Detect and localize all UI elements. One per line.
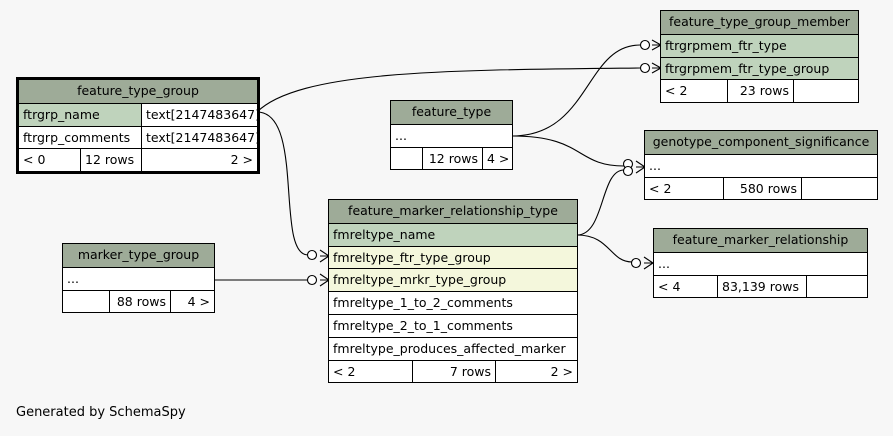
stats-row: < 2 7 rows 2 > — [329, 359, 577, 383]
optional-marker-ftgm-1 — [639, 39, 651, 51]
parent-count: < 0 — [23, 152, 46, 168]
row-count: 12 rows — [80, 149, 141, 172]
column-row[interactable]: fmreltype_produces_affected_marker — [329, 336, 577, 360]
table-feature-marker-relationship[interactable]: feature_marker_relationship ... < 4 83,1… — [653, 228, 868, 299]
table-feature-type[interactable]: feature_type ... 12 rows 4 > — [390, 100, 513, 171]
table-title[interactable]: feature_type — [391, 101, 512, 124]
stats-row: < 2 23 rows — [661, 79, 858, 103]
child-count: 4 > — [482, 147, 512, 170]
optional-marker-gcs-2 — [622, 165, 634, 177]
parent-count: < 2 — [649, 180, 672, 196]
column-row[interactable]: fmreltype_1_to_2_comments — [329, 291, 577, 314]
column-row[interactable]: fmreltype_2_to_1_comments — [329, 313, 577, 337]
crowfoot-fmr — [643, 256, 654, 270]
child-count — [806, 275, 867, 298]
stats-row: < 4 83,139 rows — [654, 274, 867, 298]
edge-ftg-to-fmrt — [256, 111, 309, 256]
edge-fmrt-to-fmr — [576, 234, 633, 263]
table-title[interactable]: feature_type_group_member — [661, 11, 858, 34]
column-row[interactable]: ftrgrp_comments text[2147483647] — [19, 125, 257, 149]
table-genotype-component-significance[interactable]: genotype_component_significance ... < 2 … — [644, 130, 878, 201]
stats-row: < 2 580 rows — [645, 176, 877, 200]
child-count: 2 > — [141, 149, 257, 172]
generator-credit: Generated by SchemaSpy — [16, 405, 186, 420]
stats-row: 12 rows 4 > — [391, 146, 512, 170]
parent-count: < 2 — [665, 83, 688, 99]
table-title[interactable]: genotype_component_significance — [645, 131, 877, 154]
column-row[interactable]: ... — [645, 153, 877, 177]
column-row[interactable]: fmreltype_mrkr_type_group — [329, 268, 577, 292]
child-count: 4 > — [170, 290, 214, 313]
edge-fmrt-to-gcs — [576, 169, 625, 236]
parent-count: < 4 — [658, 278, 681, 294]
row-count: 7 rows — [412, 360, 495, 383]
edge-ft-to-gcs — [511, 135, 625, 167]
table-title[interactable]: marker_type_group — [63, 244, 214, 267]
optional-marker-fmrt-2 — [306, 274, 318, 286]
optional-marker-fmr — [630, 257, 642, 269]
parent-count — [391, 148, 422, 170]
column-name: ftrgrp_name — [23, 106, 100, 122]
row-count: 83,139 rows — [717, 275, 806, 298]
optional-marker-fmrt-1 — [306, 249, 318, 261]
column-row[interactable]: ... — [391, 123, 512, 147]
edge-ftg-to-ftgm — [256, 67, 641, 113]
parent-count: < 2 — [333, 363, 356, 379]
row-count: 580 rows — [723, 177, 801, 200]
row-count: 23 rows — [727, 80, 793, 103]
column-row[interactable]: fmreltype_name — [329, 222, 577, 246]
edge-ft-to-ftgm — [511, 44, 641, 137]
optional-marker-ftgm-2 — [639, 62, 651, 74]
column-row[interactable]: ... — [654, 251, 867, 275]
column-row[interactable]: ... — [63, 266, 214, 290]
table-title[interactable]: feature_marker_relationship — [654, 229, 867, 252]
table-feature-type-group[interactable]: feature_type_group ftrgrp_name text[2147… — [16, 77, 260, 175]
column-row[interactable]: ftrgrpmem_ftr_type_group — [661, 56, 858, 80]
table-title[interactable]: feature_type_group — [19, 80, 257, 103]
table-marker-type-group[interactable]: marker_type_group ... 88 rows 4 > — [62, 243, 215, 314]
column-row[interactable]: ftrgrpmem_ftr_type — [661, 33, 858, 57]
child-count — [793, 80, 858, 103]
child-count: 2 > — [495, 360, 577, 383]
child-count — [801, 177, 877, 200]
stats-row: 88 rows 4 > — [63, 289, 214, 313]
parent-count — [63, 291, 109, 313]
column-type: text[2147483647] — [141, 103, 257, 126]
stats-row: < 0 12 rows 2 > — [19, 148, 257, 172]
column-row[interactable]: fmreltype_ftr_type_group — [329, 245, 577, 269]
table-title[interactable]: feature_marker_relationship_type — [329, 200, 577, 223]
row-count: 12 rows — [422, 147, 482, 170]
column-name: ftrgrp_comments — [23, 129, 131, 145]
table-feature-type-group-member[interactable]: feature_type_group_member ftrgrpmem_ftr_… — [660, 10, 859, 104]
table-feature-marker-relationship-type[interactable]: feature_marker_relationship_type fmrelty… — [328, 199, 578, 384]
column-type: text[2147483647] — [141, 126, 257, 149]
column-row[interactable]: ftrgrp_name text[2147483647] — [19, 102, 257, 126]
row-count: 88 rows — [109, 290, 170, 313]
